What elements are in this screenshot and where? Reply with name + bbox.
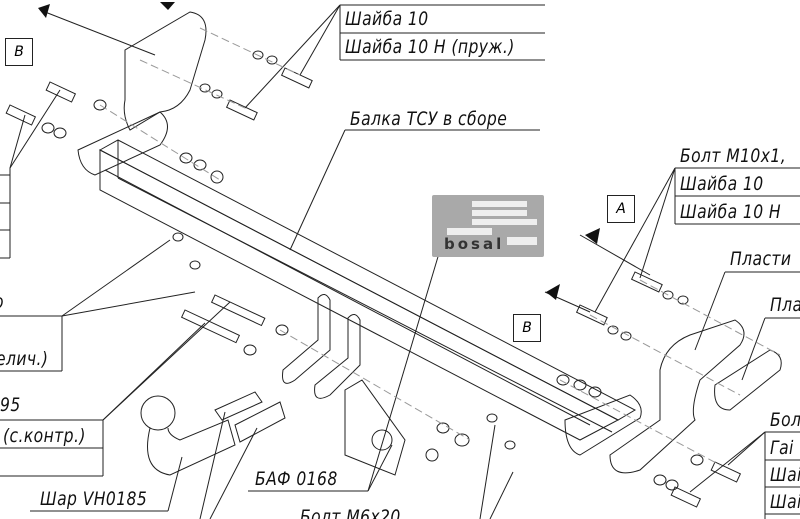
label-bolt-right: Болт М10х1, (680, 145, 787, 167)
tow-bar-beam (77, 11, 782, 476)
view-marker-a: A (607, 195, 635, 223)
label-spring-washer-top: Шайба 10 Н (пруж.) (345, 36, 515, 58)
tow-ball (140, 391, 286, 476)
label-spring-washer-right: Шайба 10 Н (680, 201, 782, 223)
label-bolt-bottom-right: Бол (770, 409, 800, 431)
label-washer-bottom-right-1: Шаі (770, 464, 800, 486)
label-left-2: елич.) (0, 348, 49, 370)
label-socket-plate: БАФ 0168 (255, 468, 338, 490)
bosal-logo: bosal (444, 235, 505, 253)
label-left-4: (с.контр.) (3, 425, 86, 447)
label-plate-1: Пласти (730, 248, 792, 270)
view-arrows (38, 2, 600, 300)
label-ball: Шар VH0185 (40, 488, 148, 510)
bosal-nameplate: bosal (432, 195, 544, 257)
label-nut-bottom-right: Гаі (770, 437, 794, 459)
label-left-3: 95 (0, 394, 21, 416)
label-washer-10-right: Шайба 10 (680, 173, 764, 195)
label-plate-2: Пла (770, 294, 800, 316)
label-washer-bottom-right-2: Шаі (770, 491, 800, 513)
label-washer-10-top: Шайба 10 (345, 8, 429, 30)
view-marker-b-right: B (513, 314, 541, 342)
fasteners (5, 50, 742, 508)
center-lines (99, 27, 781, 466)
leader-lines (0, 4, 800, 519)
label-left-1: о (0, 293, 4, 312)
view-marker-b-left: B (5, 38, 33, 66)
label-bolt-m6: Болт М6х20 (300, 506, 401, 519)
label-beam: Балка ТСУ в сборе (350, 108, 508, 130)
